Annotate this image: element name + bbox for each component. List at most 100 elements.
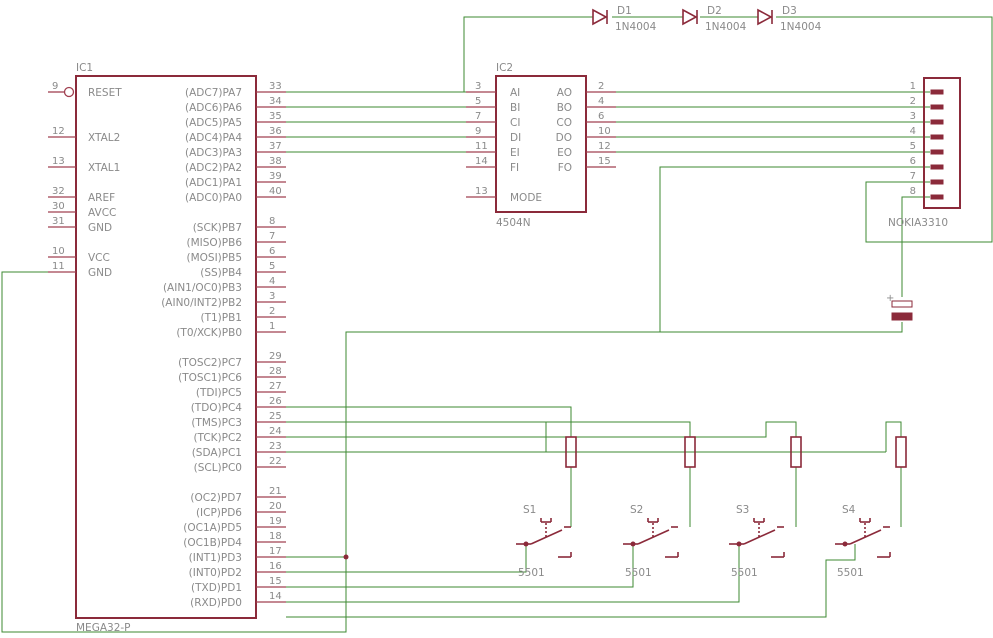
connector-pin-7: 7 xyxy=(910,171,944,185)
ic1-pin-label: AREF xyxy=(88,192,115,204)
capacitor-plus-plate xyxy=(891,300,913,308)
ic1-right-pins: 33(ADC7)PA734(ADC6)PA635(ADC5)PA536(ADC4… xyxy=(161,81,286,609)
ic1-pin-label: (TOSC1)PC6 xyxy=(178,372,242,384)
ic2-pin-number: 13 xyxy=(475,186,488,197)
ic1-pin-label: (SS)PB4 xyxy=(200,267,242,279)
capacitor-minus-plate xyxy=(891,312,913,321)
capacitor-polarity: + xyxy=(886,293,894,304)
wire-diode-rail xyxy=(463,16,993,243)
ic2-pin-number: 11 xyxy=(475,141,488,152)
connector-body xyxy=(923,77,961,209)
ic2-pin-label: EI xyxy=(510,147,520,159)
ic1-pin-number: 33 xyxy=(269,81,282,92)
wire-pd1-s2 xyxy=(286,544,634,588)
ic1-pin-number: 5 xyxy=(269,261,275,272)
ic2-pin-number: 2 xyxy=(598,81,604,92)
ic2-pin-label: DO xyxy=(556,132,572,144)
connector-pin-number: 5 xyxy=(910,141,916,152)
ic1-pin-25: 25 (TMS)PC3 xyxy=(191,411,286,429)
wires xyxy=(1,16,993,633)
ic1-pin-number: 15 xyxy=(269,576,282,587)
ic1-pin-number: 32 xyxy=(52,186,65,197)
wire-pd2-s1 xyxy=(286,544,527,573)
ic1-pin-number: 9 xyxy=(52,81,58,92)
ic2-pin-number: 14 xyxy=(475,156,488,167)
ic1-pin-26: 26(TDO)PC4 xyxy=(191,396,286,414)
ic1-pin-24: 24(TCK)PC2 xyxy=(193,426,286,444)
switch-value: 5501 xyxy=(837,567,864,579)
ic1-pin-label: (INT0)PD2 xyxy=(189,567,242,579)
ic1-pin-label: (ADC1)PA1 xyxy=(185,177,242,189)
ic1-pin-36: 36(ADC4)PA4 xyxy=(185,126,286,144)
diode-d3: D3 1N4004 xyxy=(757,5,822,33)
ic1-pin-number: 25 xyxy=(269,411,282,422)
ic1-pin-22: 22(SCL)PC0 xyxy=(194,456,286,474)
ic1-pin-35: 35(ADC5)PA5 xyxy=(185,111,286,129)
ic1-left-pins: 9RESET12XTAL213XTAL132AREF30AVCC31GND10V… xyxy=(48,81,122,279)
connector-pin-2: 2 xyxy=(910,96,944,110)
wire-cap-bottom xyxy=(1,271,903,633)
connector-pin-3: 3 xyxy=(910,111,944,125)
ic1-pin-label: (T0/XCK)PB0 xyxy=(176,327,242,339)
switch-name: S4 xyxy=(842,504,856,516)
ic1-pin-number: 3 xyxy=(269,291,275,302)
ic1-pin-23: 23(SDA)PC1 xyxy=(192,441,286,459)
wire-pc1 xyxy=(286,421,571,453)
ic2-pin-number: 10 xyxy=(598,126,611,137)
wire-pd0-s3 xyxy=(286,544,740,603)
ic1-pin-number: 30 xyxy=(52,201,65,212)
ic1-pin-label: GND xyxy=(88,267,112,279)
wire-pc3 xyxy=(286,421,691,437)
ic1-pin-number: 17 xyxy=(269,546,282,557)
ic1-pin-label: (T1)PB1 xyxy=(200,312,242,324)
resistor-4 xyxy=(895,436,907,468)
ic1-pin-29: 29(TOSC2)PC7 xyxy=(178,351,286,369)
ic1-pin-label: (TMS)PC3 xyxy=(191,417,242,429)
ic2-pin-3: 3AI xyxy=(466,81,520,99)
ic2-pin-9: 9DI xyxy=(466,126,521,144)
ic1-pin-27: 27(TDI)PC5 xyxy=(196,381,286,399)
ic1-pin-number: 23 xyxy=(269,441,282,452)
ic1-pin-19: 19(OC1A)PD5 xyxy=(183,516,286,534)
ic1-pin-number: 12 xyxy=(52,126,65,137)
switch-name: S3 xyxy=(736,504,749,516)
ic1-pin-label: (OC1B)PD4 xyxy=(183,537,242,549)
diode-value: 1N4004 xyxy=(780,21,822,33)
diode-value: 1N4004 xyxy=(705,21,747,33)
ic2-pin-6: 6CO xyxy=(556,111,616,129)
ic1-pin-3: 3(AIN0/INT2)PB2 xyxy=(161,291,286,309)
ic1-pin-20: 20(ICP)PD6 xyxy=(196,501,286,519)
ic1-pin-number: 28 xyxy=(269,366,282,377)
connector-pin-number: 6 xyxy=(910,156,916,167)
ic1-pin-label: VCC xyxy=(88,252,110,264)
ic1-pin-label: (AIN1/OC0)PB3 xyxy=(163,282,242,294)
ic2-pin-number: 15 xyxy=(598,156,611,167)
ic1-pin-28: 28 (TOSC1)PC6 xyxy=(178,366,286,384)
ic2-body xyxy=(495,75,587,213)
ic1-pin-1: 1(T0/XCK)PB0 xyxy=(176,321,286,339)
connector-pin-8: 8 xyxy=(910,186,944,200)
ic1-pin-number: 40 xyxy=(269,186,282,197)
ic1-pin-number: 14 xyxy=(269,591,282,602)
ic1-pin-label: (TDO)PC4 xyxy=(191,402,243,414)
ic1-pin-5: 5 (SS)PB4 xyxy=(200,261,286,279)
ic1-pin-number: 21 xyxy=(269,486,282,497)
ic1-pin-label: (ADC7)PA7 xyxy=(185,87,242,99)
ic1-pin-number: 6 xyxy=(269,246,275,257)
switch-value: 5501 xyxy=(518,567,545,579)
diode-name: D3 xyxy=(782,5,797,17)
ic1-pin-6: 6(MOSI)PB5 xyxy=(187,246,286,264)
ic1-pin-37: 37(ADC3)PA3 xyxy=(185,141,286,159)
ic1-pin-label: (TOSC2)PC7 xyxy=(178,357,242,369)
